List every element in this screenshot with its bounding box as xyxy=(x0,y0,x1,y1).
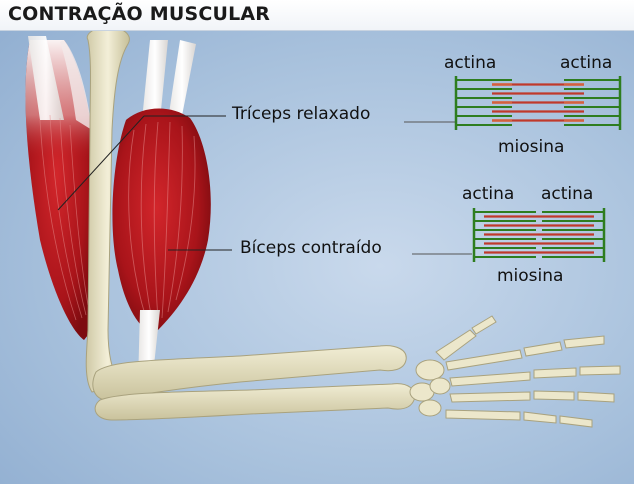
title-bar: CONTRAÇÃO MUSCULAR xyxy=(0,0,634,31)
sarcomere-relaxed xyxy=(454,76,622,130)
sarcomere-contracted xyxy=(472,208,606,262)
actin-label-contracted-right: actina xyxy=(541,184,594,204)
actin-label-relaxed-left: actina xyxy=(444,53,497,73)
page-title: CONTRAÇÃO MUSCULAR xyxy=(8,3,271,25)
actin-label-contracted-left: actina xyxy=(462,184,515,204)
triceps-muscle xyxy=(25,36,96,340)
myosin-label-contracted: miosina xyxy=(497,266,564,286)
biceps-muscle xyxy=(112,40,211,384)
biceps-label: Bíceps contraído xyxy=(240,238,382,258)
triceps-label: Tríceps relaxado xyxy=(232,104,371,124)
hand-bones xyxy=(409,315,621,428)
triceps-leader-line xyxy=(57,115,145,211)
actin-label-relaxed-right: actina xyxy=(560,53,613,73)
forearm-bones xyxy=(92,345,416,421)
myosin-label-relaxed: miosina xyxy=(498,137,565,157)
